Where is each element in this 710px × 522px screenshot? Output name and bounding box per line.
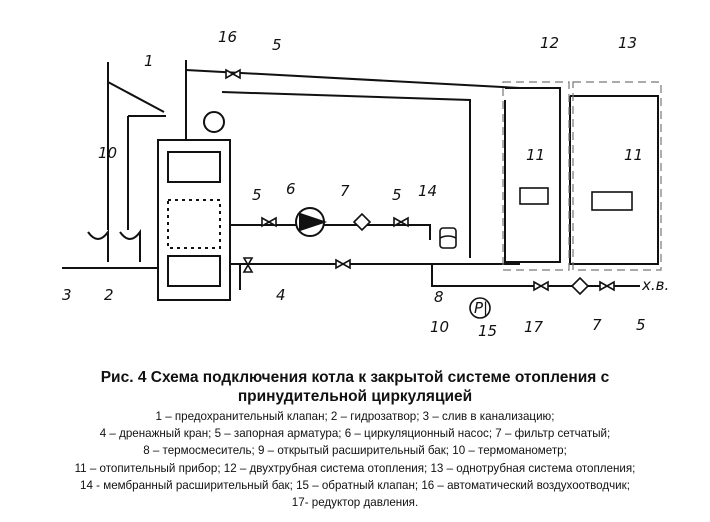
shutoff-valves <box>225 68 615 292</box>
cold-water-label: х.в. <box>641 276 669 294</box>
label-5c: 5 <box>392 186 402 204</box>
label-3: 3 <box>62 286 72 304</box>
safety-branch <box>107 81 165 113</box>
caption-title-line-1: Рис. 4 Схема подключения котла к закрыто… <box>100 369 610 386</box>
legend-line-1: 1 – предохранительный клапан; 2 – гидроз… <box>155 410 555 423</box>
figure-caption-title: Рис. 4 Схема подключения котла к закрыто… <box>0 368 710 406</box>
label-5d: 5 <box>636 316 646 334</box>
radiators <box>519 187 633 211</box>
figure-legend: 1 – предохранительный клапан; 2 – гидроз… <box>0 408 710 511</box>
one-pipe-system <box>569 95 659 265</box>
heating-scheme-diagram: P| 1 2 3 4 5 5 5 5 6 7 7 8 10 10 11 11 1… <box>62 28 669 340</box>
label-10b: 10 <box>430 318 449 336</box>
label-6: 6 <box>286 180 296 198</box>
caption-title-line-2: принудительной циркуляцией <box>237 388 473 405</box>
label-11a: 11 <box>526 146 545 164</box>
label-5b: 5 <box>252 186 262 204</box>
label-14: 14 <box>418 182 437 200</box>
zone-13-outline <box>572 81 662 271</box>
legend-line-4: 11 – отопительный прибор; 12 – двухтрубн… <box>74 461 636 475</box>
water-seals <box>87 228 141 262</box>
label-10a: 10 <box>98 144 117 162</box>
supply-pipe <box>185 69 521 89</box>
legend-line-6: 17- редуктор давления. <box>291 496 419 510</box>
return-pipe-upper <box>228 224 431 240</box>
circulation-pump <box>295 207 328 237</box>
label-15: 15 <box>478 322 497 340</box>
legend-line-2: 4 – дренажный кран; 5 – запорная арматур… <box>99 427 611 441</box>
thermomanometer: P| <box>469 297 491 319</box>
cold-water-pipe <box>431 264 640 287</box>
label-7a: 7 <box>340 182 350 200</box>
zone-12-outline <box>502 81 570 271</box>
label-4: 4 <box>276 286 286 304</box>
label-11b: 11 <box>624 146 643 164</box>
label-7b: 7 <box>592 316 602 334</box>
membrane-expansion-tank <box>439 227 457 249</box>
label-1: 1 <box>144 52 154 70</box>
legend-line-3: 8 – термосмеситель; 9 – открытый расшири… <box>143 444 567 458</box>
boiler <box>157 111 231 301</box>
label-8: 8 <box>434 288 444 306</box>
legend-line-5: 14 - мембранный расширительный бак; 15 –… <box>80 478 630 492</box>
secondary-supply-pipe <box>221 91 471 258</box>
label-5a: 5 <box>272 36 282 54</box>
label-12: 12 <box>540 34 559 52</box>
label-17: 17 <box>524 318 544 336</box>
label-2: 2 <box>104 286 114 304</box>
label-13: 13 <box>618 34 637 52</box>
strainers <box>352 212 590 296</box>
svg-text:P|: P| <box>474 299 488 317</box>
two-pipe-system <box>504 87 561 263</box>
label-16: 16 <box>218 28 237 46</box>
